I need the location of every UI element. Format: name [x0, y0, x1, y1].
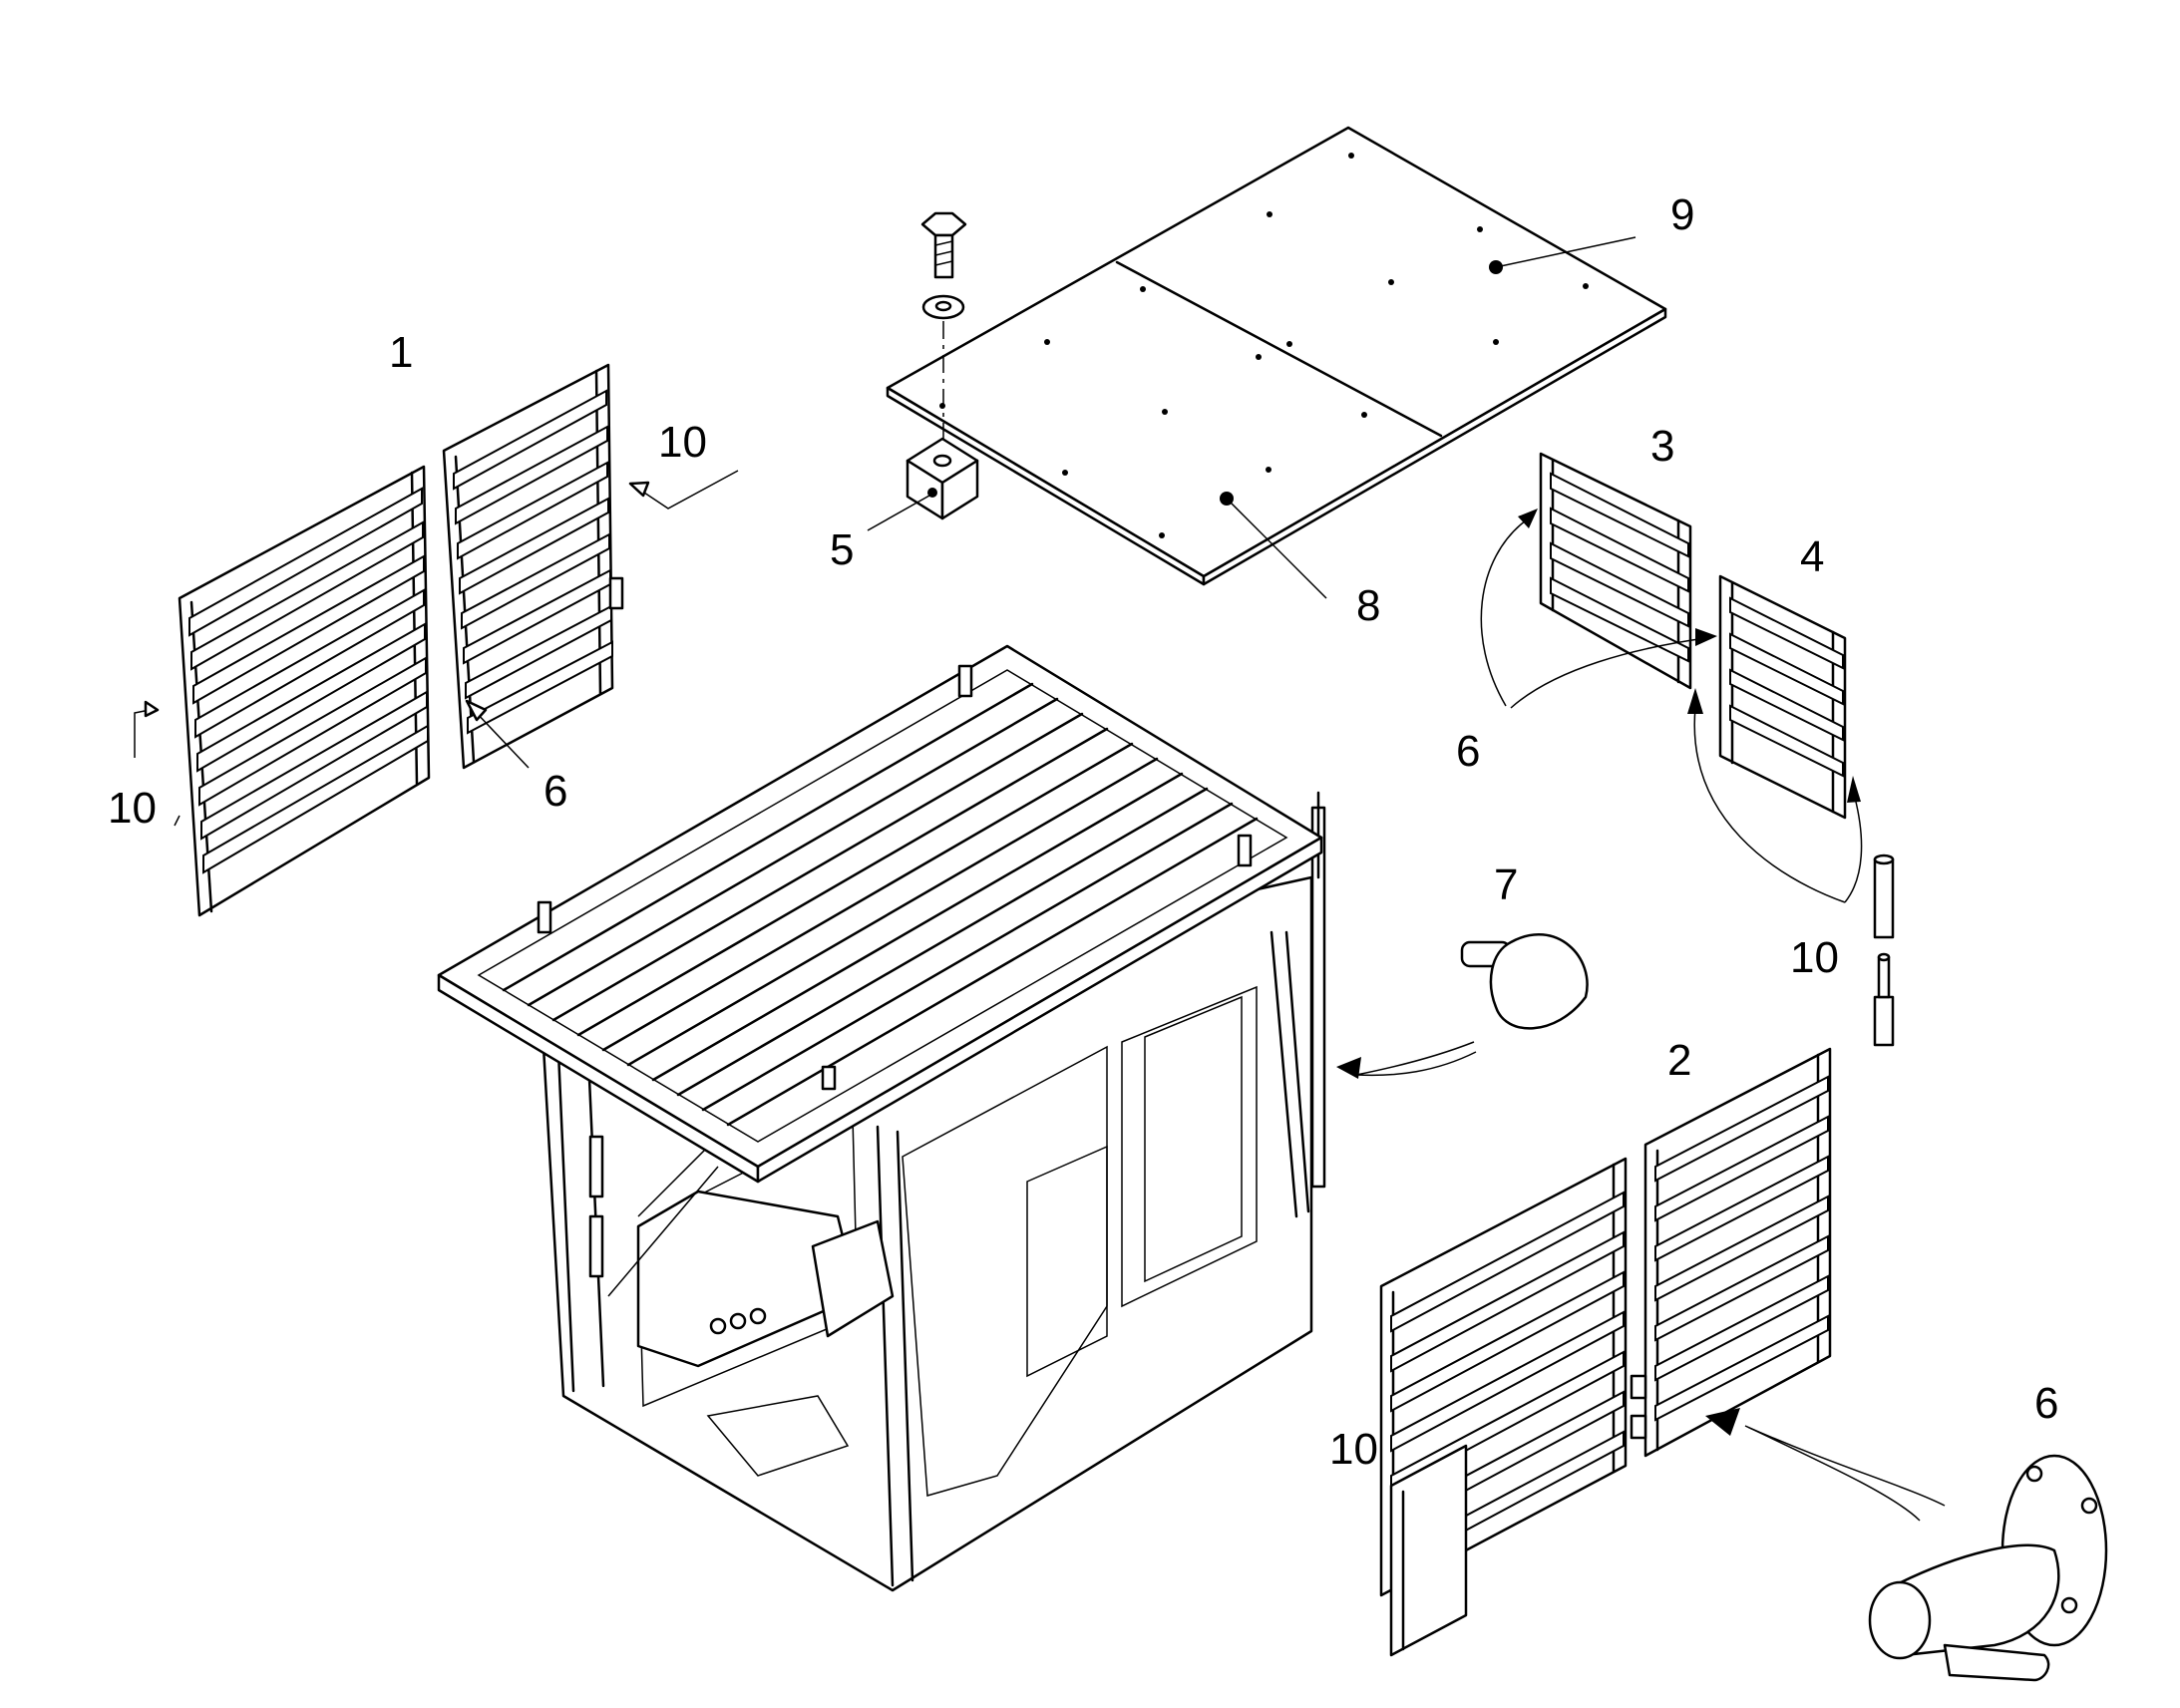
hinge-bracket-part-6: [1705, 1408, 2108, 1682]
callout-6-bottom: 6: [2034, 1379, 2058, 1428]
callout-9: 9: [1670, 190, 1694, 239]
callout-1: 1: [389, 328, 413, 377]
callout-8: 8: [1356, 581, 1380, 630]
pin-parts: [1873, 854, 1895, 1047]
bolt-and-mount-block: [867, 211, 979, 531]
louver-panel-4: [1718, 574, 1847, 820]
callout-labels: 1 2 3 4 5 6 6 6 7 8 9 10 10 10 10: [108, 190, 2058, 1474]
plate-holes: [939, 153, 1589, 538]
panel-3-4-leaders: [1480, 509, 1863, 903]
callout-10-bottom: 10: [1329, 1425, 1378, 1474]
cab-roof-grille: [437, 644, 1323, 1184]
knob-part-7: [1336, 933, 1589, 1079]
roof-plate-assembly: [886, 126, 1667, 599]
callout-5: 5: [830, 525, 854, 574]
louver-panel-2-back: [1630, 1047, 1832, 1458]
callout-10-left: 10: [108, 784, 157, 833]
callout-3: 3: [1650, 422, 1674, 471]
callout-7: 7: [1494, 860, 1518, 909]
panel-1-leaders: [134, 470, 739, 827]
louver-panel-3: [1539, 452, 1692, 690]
callout-10-right: 10: [1790, 933, 1839, 982]
callout-2: 2: [1667, 1036, 1691, 1085]
callout-4: 4: [1800, 532, 1824, 581]
callout-6-left: 6: [544, 767, 567, 816]
callout-10-top: 10: [658, 418, 707, 467]
louver-panel-1-right: [442, 363, 624, 770]
callout-6-right: 6: [1456, 727, 1480, 776]
louver-panel-2-front: [1379, 1157, 1628, 1657]
louver-panel-1-left: [178, 465, 431, 917]
